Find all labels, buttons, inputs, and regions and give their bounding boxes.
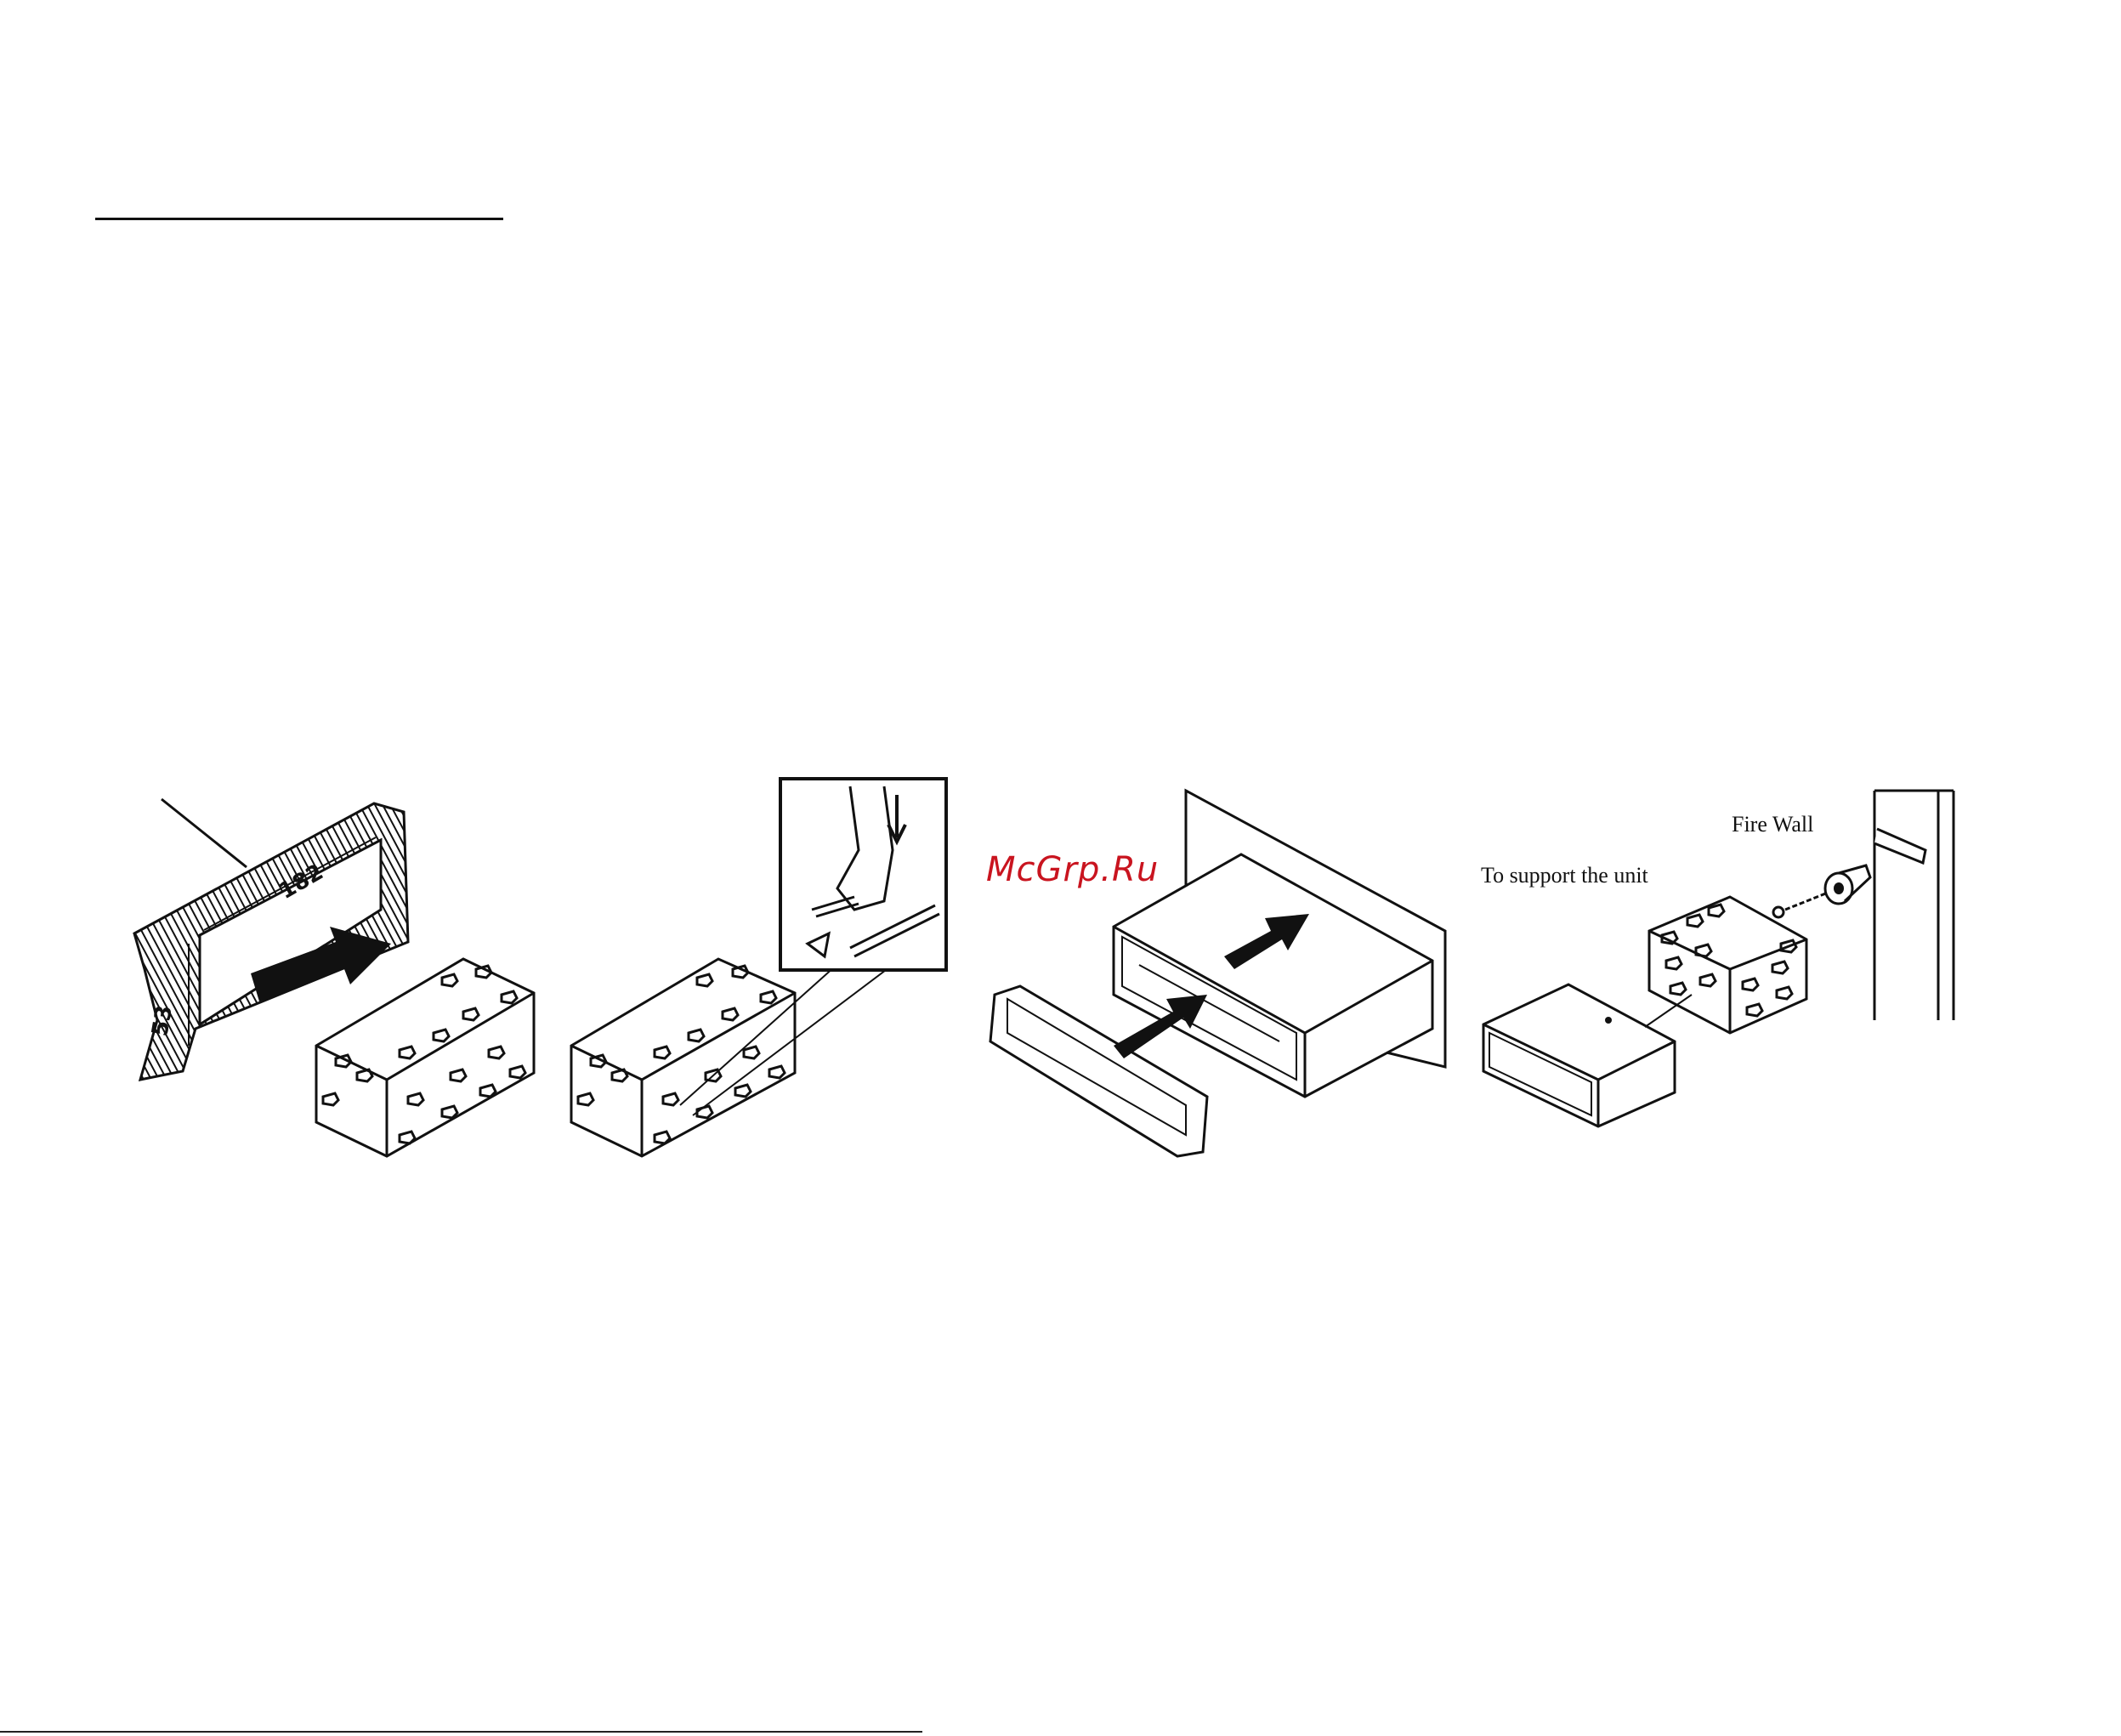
support-sleeve [1649, 897, 1806, 1033]
support-bolt [1773, 865, 1870, 917]
bottom-divider [0, 1731, 922, 1733]
watermark: McGrp.Ru [986, 850, 1159, 889]
dimension-53: 53 [147, 1003, 178, 1038]
mounting-sleeve [316, 959, 534, 1156]
head-unit [1114, 854, 1432, 1097]
detail-inset [780, 779, 946, 970]
support-label: To support the unit [1481, 863, 1648, 888]
head-unit-small [1483, 984, 1692, 1126]
fire-wall [1874, 791, 1954, 1020]
sleeve-with-tabs [571, 959, 893, 1156]
fire-wall-label: Fire Wall [1732, 812, 1813, 837]
